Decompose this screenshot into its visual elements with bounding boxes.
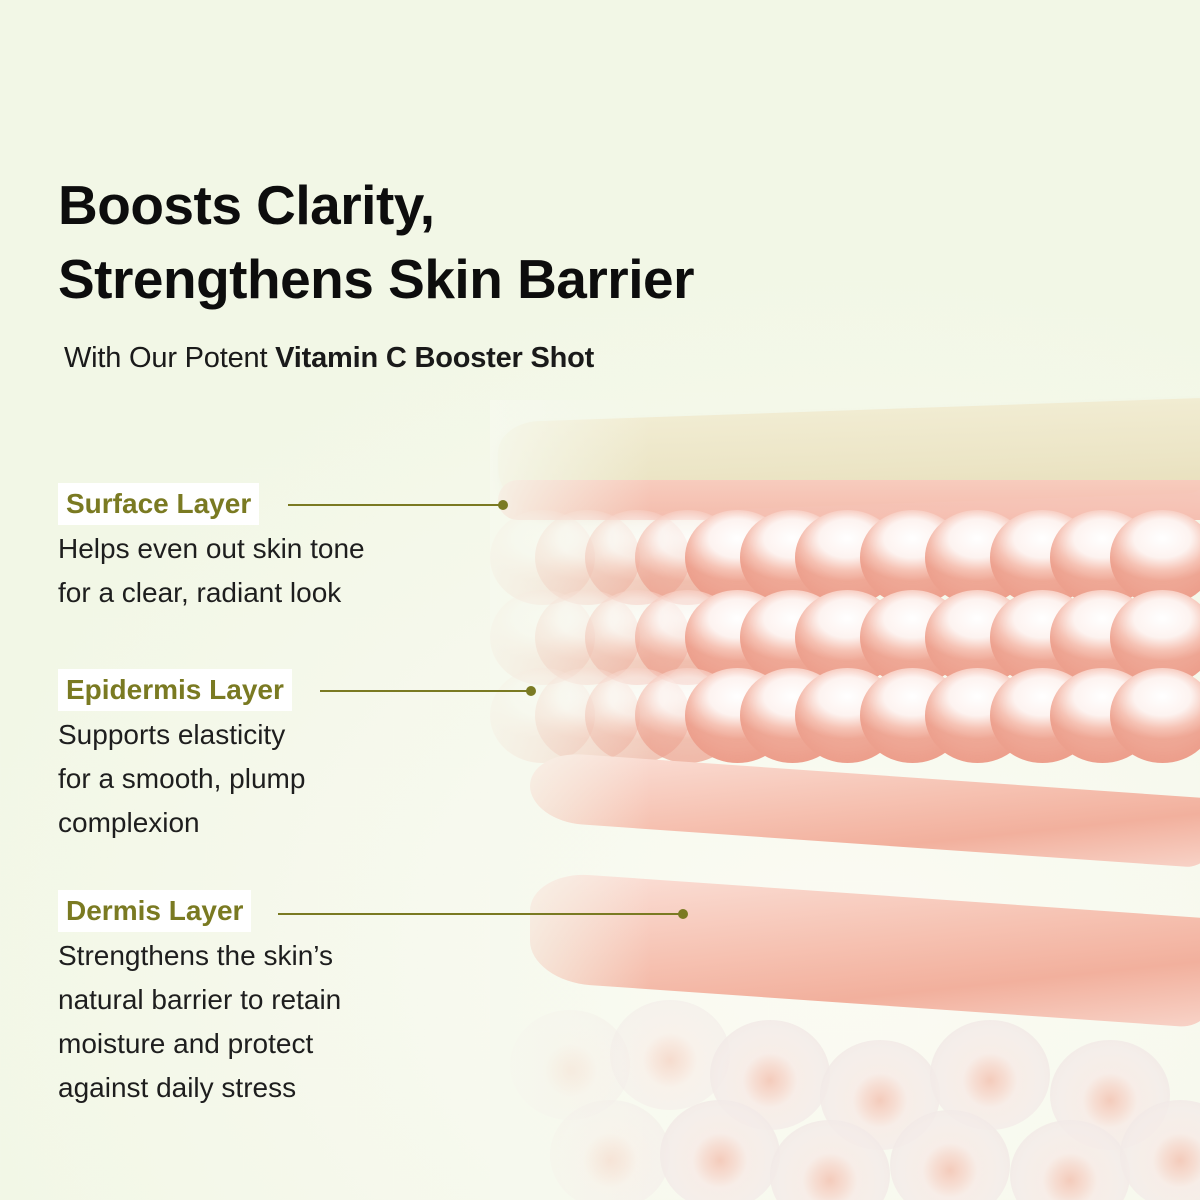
epidermis-leader-dot: [526, 686, 536, 696]
description-line: natural barrier to retain: [58, 984, 342, 1015]
dermis-leader-line: [278, 913, 682, 915]
product-name: Vitamin C Booster Shot: [275, 342, 595, 374]
epidermis-leader-line: [320, 690, 530, 692]
surface-layer-description: Helps even out skin tone for a clear, ra…: [58, 527, 365, 615]
description-line: Supports elasticity: [58, 719, 286, 750]
description-line: for a smooth, plump: [58, 763, 306, 794]
description-line: against daily stress: [58, 1072, 297, 1103]
dermis-layer-label: Dermis Layer: [58, 890, 252, 932]
dermis-layer-description: Strengthens the skin’s natural barrier t…: [58, 934, 341, 1110]
dermis-layer-block: Dermis Layer Strengthens the skin’s natu…: [58, 890, 341, 1110]
surface-leader-dot: [498, 500, 508, 510]
description-line: moisture and protect: [58, 1028, 314, 1059]
epidermis-layer-description: Supports elasticity for a smooth, plump …: [58, 713, 305, 845]
description-line: complexion: [58, 807, 200, 838]
epidermis-layer-label: Epidermis Layer: [58, 669, 292, 711]
headline-line-2: Strengthens Skin Barrier: [58, 248, 694, 310]
subheadline: With Our Potent Vitamin C Booster Shot: [64, 338, 594, 378]
subheadline-prefix: With Our Potent: [64, 342, 268, 374]
description-line: for a clear, radiant look: [58, 577, 342, 608]
surface-layer-label: Surface Layer: [58, 483, 260, 525]
headline-line-1: Boosts Clarity,: [58, 174, 435, 236]
illustration-fade: [490, 400, 650, 1200]
surface-layer-block: Surface Layer Helps even out skin tone f…: [58, 483, 365, 615]
surface-leader-line: [288, 504, 502, 506]
skin-layers-illustration: [490, 397, 1200, 1200]
epidermis-layer-block: Epidermis Layer Supports elasticity for …: [58, 669, 305, 845]
dermis-leader-dot: [678, 909, 688, 919]
description-line: Helps even out skin tone: [58, 533, 365, 564]
description-line: Strengthens the skin’s: [58, 940, 333, 971]
headline: Boosts Clarity, Strengthens Skin Barrier: [58, 168, 694, 316]
